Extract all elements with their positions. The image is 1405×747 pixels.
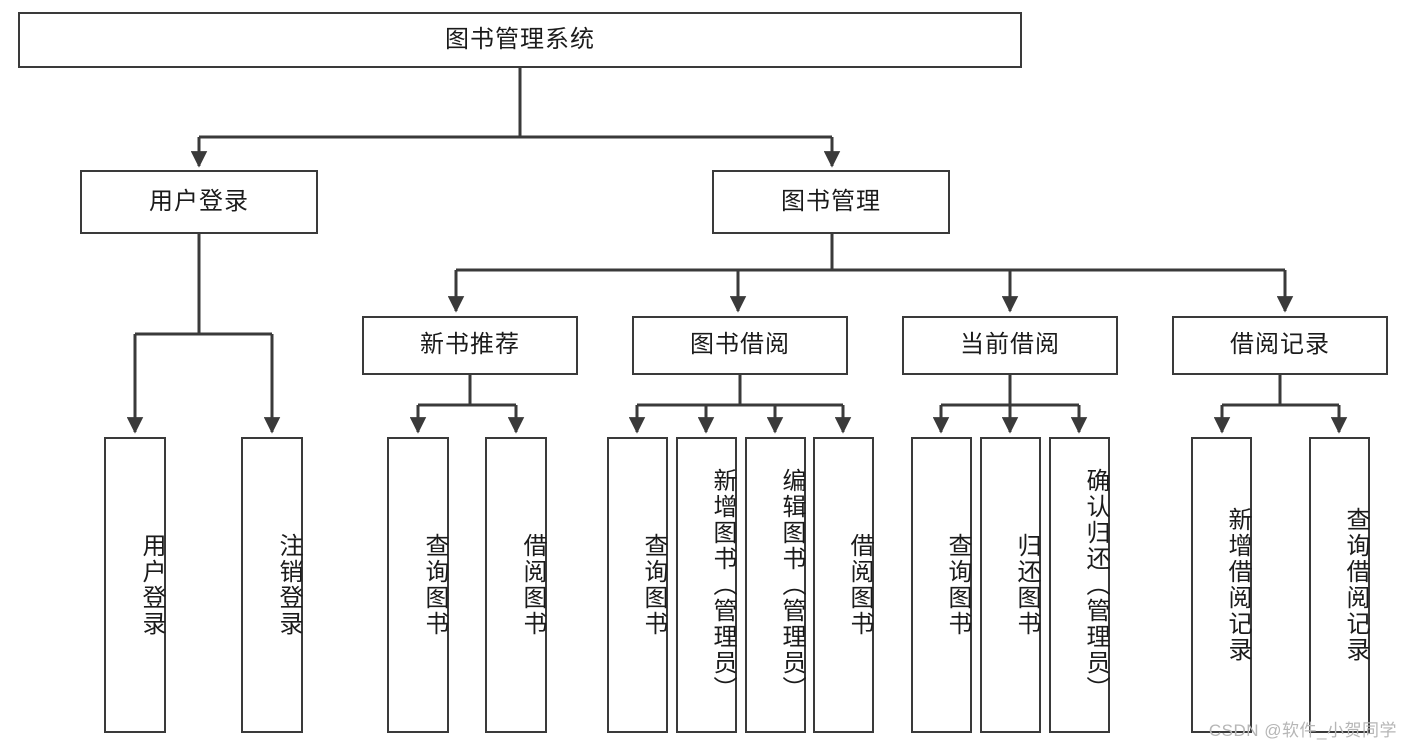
node-leaf-query-book-1[interactable]: 查询图书 <box>387 437 449 733</box>
node-borrow-record[interactable]: 借阅记录 <box>1172 316 1388 375</box>
node-leaf-confirm-return[interactable]: 确认归还（管理员） <box>1049 437 1110 733</box>
node-leaf-add-book[interactable]: 新增图书（管理员） <box>676 437 737 733</box>
node-book-borrow-label: 图书借阅 <box>690 331 790 359</box>
node-leaf-edit-book[interactable]: 编辑图书（管理员） <box>745 437 806 733</box>
node-new-book-rec[interactable]: 新书推荐 <box>362 316 578 375</box>
node-leaf-borrow-book-2-label: 借阅图书 <box>846 533 873 637</box>
node-leaf-query-book-2-label: 查询图书 <box>640 533 667 637</box>
node-leaf-return-book-label: 归还图书 <box>1013 533 1040 637</box>
node-leaf-user-login[interactable]: 用户登录 <box>104 437 166 733</box>
node-user-login[interactable]: 用户登录 <box>80 170 318 234</box>
csdn-watermark: CSDN @软件_小贺同学 <box>1208 721 1397 740</box>
node-new-book-rec-label: 新书推荐 <box>420 331 520 359</box>
node-leaf-borrow-book-2[interactable]: 借阅图书 <box>813 437 874 733</box>
node-leaf-query-record-label: 查询借阅记录 <box>1342 507 1369 663</box>
node-book-manage[interactable]: 图书管理 <box>712 170 950 234</box>
node-leaf-confirm-return-label: 确认归还（管理员） <box>1082 468 1109 702</box>
node-leaf-logout-label: 注销登录 <box>275 533 302 637</box>
node-leaf-query-book-3[interactable]: 查询图书 <box>911 437 972 733</box>
node-leaf-return-book[interactable]: 归还图书 <box>980 437 1041 733</box>
node-leaf-add-book-label: 新增图书（管理员） <box>709 468 736 702</box>
node-root[interactable]: 图书管理系统 <box>18 12 1022 68</box>
node-borrow-record-label: 借阅记录 <box>1230 331 1330 359</box>
node-book-borrow[interactable]: 图书借阅 <box>632 316 848 375</box>
node-leaf-query-book-2[interactable]: 查询图书 <box>607 437 668 733</box>
node-leaf-logout[interactable]: 注销登录 <box>241 437 303 733</box>
node-book-manage-label: 图书管理 <box>781 187 881 215</box>
node-leaf-borrow-book-1[interactable]: 借阅图书 <box>485 437 547 733</box>
node-current-borrow-label: 当前借阅 <box>960 331 1060 359</box>
node-leaf-query-book-3-label: 查询图书 <box>944 533 971 637</box>
node-leaf-borrow-book-1-label: 借阅图书 <box>519 533 546 637</box>
node-current-borrow[interactable]: 当前借阅 <box>902 316 1118 375</box>
node-leaf-query-book-1-label: 查询图书 <box>421 533 448 637</box>
node-leaf-add-record[interactable]: 新增借阅记录 <box>1191 437 1252 733</box>
node-leaf-query-record[interactable]: 查询借阅记录 <box>1309 437 1370 733</box>
node-leaf-edit-book-label: 编辑图书（管理员） <box>778 468 805 702</box>
node-root-label: 图书管理系统 <box>445 25 595 53</box>
node-user-login-label: 用户登录 <box>149 187 249 215</box>
node-leaf-user-login-label: 用户登录 <box>138 533 165 637</box>
node-leaf-add-record-label: 新增借阅记录 <box>1224 507 1251 663</box>
